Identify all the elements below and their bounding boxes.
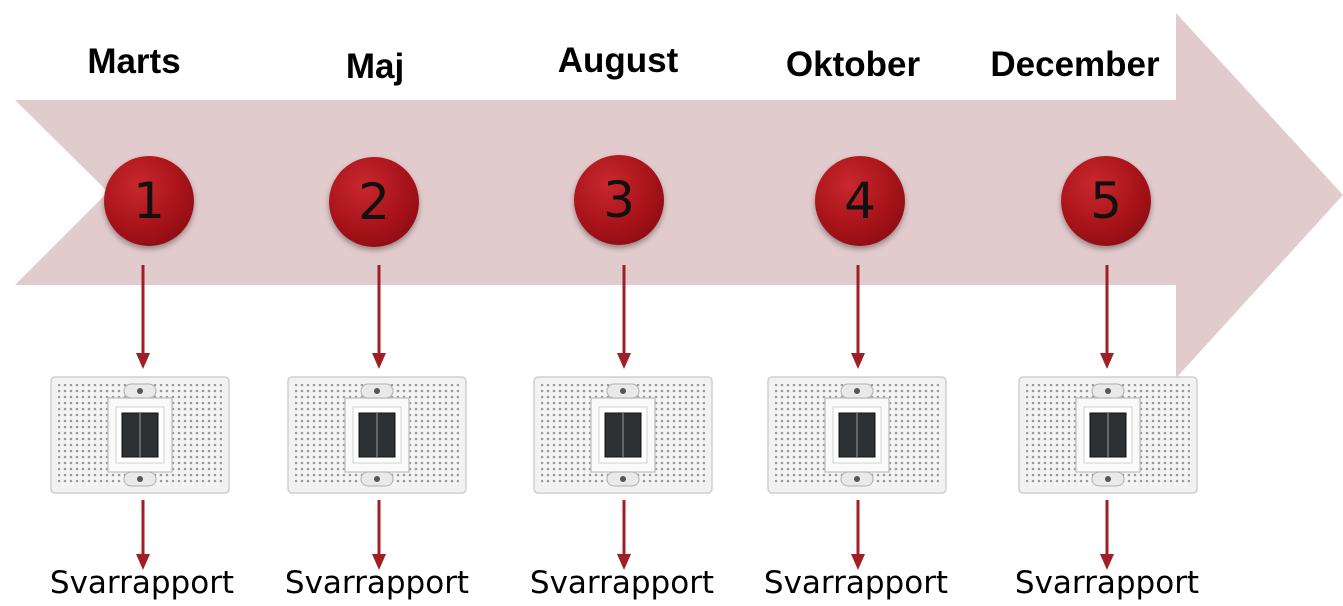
report-label-3: Svarrapport [529,565,715,601]
down-arrow-icon [851,265,865,369]
month-label-4: Oktober [785,45,921,84]
report-label-5: Svarrapport [1014,565,1200,601]
down-arrow-icon [372,500,386,570]
report-label-1: Svarrapport [49,565,235,601]
month-label-5: December [990,45,1160,84]
step-circle-3: 3 [574,155,664,245]
sensor-device-icon [287,376,467,494]
sensor-device-icon [1018,376,1198,494]
sensor-device-icon [767,376,947,494]
month-label-2: Maj [345,47,405,86]
month-label-3: August [557,41,679,80]
step-circle-5: 5 [1061,156,1151,246]
down-arrow-icon [617,500,631,570]
down-arrow-icon [851,500,865,570]
down-arrow-icon [136,500,150,570]
report-label-2: Svarrapport [284,565,470,601]
down-arrow-icon [1100,500,1114,570]
down-arrow-icon [372,265,386,369]
step-circle-1: 1 [104,156,194,246]
month-label-1: Marts [87,42,181,81]
down-arrow-icon [1100,265,1114,369]
sensor-device-icon [50,376,230,494]
step-circle-4: 4 [815,156,905,246]
sensor-device-icon [533,376,713,494]
report-label-4: Svarrapport [763,565,949,601]
down-arrow-icon [617,265,631,369]
step-circle-2: 2 [329,157,419,247]
down-arrow-icon [136,265,150,369]
